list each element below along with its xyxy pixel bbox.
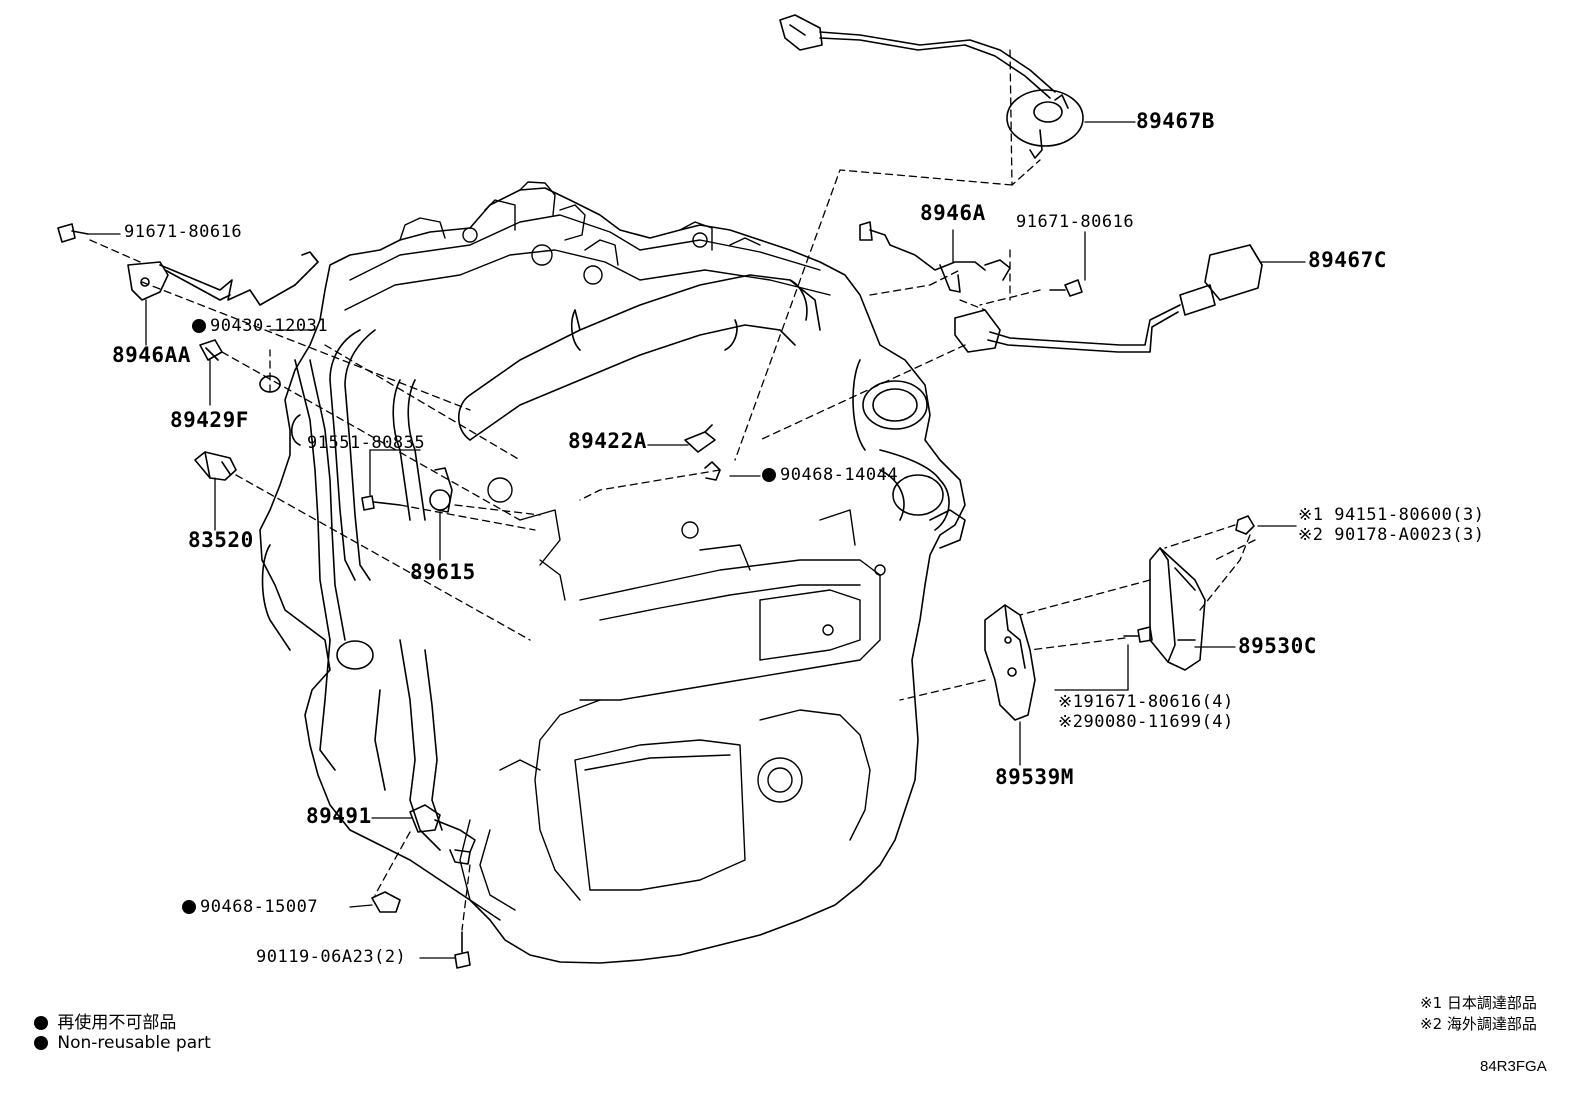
- legend-jp: 再使用不可部品: [34, 1008, 176, 1033]
- left-flange: [319, 639, 443, 851]
- label-89615: 89615: [410, 560, 476, 584]
- engine-block-outline: [259, 187, 966, 964]
- label-83520: 83520: [188, 528, 254, 552]
- label-90119-06A23: 90119-06A23(2): [256, 947, 407, 967]
- bracket-89539M: [984, 604, 1036, 721]
- label-89422A: 89422A: [568, 429, 647, 453]
- turbocharger: [852, 359, 966, 549]
- label-90468-15007: 90468-15007: [182, 897, 318, 917]
- sensor-89422A: [684, 424, 716, 453]
- label-89429F: 89429F: [170, 408, 249, 432]
- bolt-91551: [361, 495, 401, 511]
- figure-code: 84R3FGA: [1480, 1058, 1547, 1075]
- label-leaders: [87, 121, 1306, 959]
- non-reusable-dot-icon: [192, 319, 206, 333]
- label-8946AA: 8946AA: [112, 343, 191, 367]
- bolt-91671-tr: [1049, 279, 1083, 297]
- note-2: ※2 海外調達部品: [1420, 1015, 1537, 1033]
- sensor-89491: [409, 804, 476, 865]
- label-91671-80616-4: ※191671-80616(4): [1058, 692, 1234, 712]
- bolt-91671-tl: [57, 223, 89, 243]
- clip-90468-15007: [371, 891, 401, 913]
- non-reusable-dot-icon: [762, 468, 776, 482]
- label-91671-80616-tl: 91671-80616: [124, 222, 243, 242]
- legend-en: Non-reusable part: [34, 1033, 211, 1053]
- dashed-leaders: [89, 49, 1256, 931]
- label-89530C: 89530C: [1238, 634, 1317, 658]
- note-1: ※1 日本調達部品: [1420, 994, 1537, 1012]
- sensor-89429F: [199, 339, 223, 361]
- bolt-90119: [454, 931, 471, 969]
- cam-cover-lines: [344, 181, 831, 503]
- label-89467C: 89467C: [1308, 248, 1387, 272]
- bracket-8946A: [859, 221, 1011, 293]
- nut-94151: [1235, 515, 1255, 535]
- label-91671-80616-tr: 91671-80616: [1016, 212, 1135, 232]
- label-8946A: 8946A: [920, 201, 986, 225]
- knock-sensor-89615: [429, 467, 453, 513]
- label-91551-80835: 91551-80835: [307, 433, 426, 453]
- sensor-89467B: [779, 14, 1084, 159]
- legend-dot-icon: [34, 1016, 48, 1030]
- label-94151-80600: ※1 94151-80600(3): [1298, 505, 1485, 525]
- switch-83520: [194, 451, 237, 481]
- label-89467B: 89467B: [1136, 109, 1215, 133]
- label-89491: 89491: [306, 804, 372, 828]
- bracket-8946AA: [127, 251, 319, 306]
- label-90080-11699: ※290080-11699(4): [1058, 712, 1234, 732]
- label-90178-A0023: ※2 90178-A0023(3): [1298, 525, 1485, 545]
- non-reusable-dot-icon: [182, 900, 196, 914]
- legend-dot-icon: [34, 1036, 48, 1050]
- label-90468-14044: 90468-14044: [762, 465, 898, 485]
- bolt-91671-4: [1123, 626, 1153, 643]
- intake-pipe: [457, 274, 821, 441]
- ecu-89530C: [1149, 547, 1206, 671]
- label-90430-12031: 90430-12031: [192, 316, 328, 336]
- lower-block: [459, 509, 886, 921]
- left-hoses: [261, 329, 426, 670]
- label-89539M: 89539M: [995, 765, 1074, 789]
